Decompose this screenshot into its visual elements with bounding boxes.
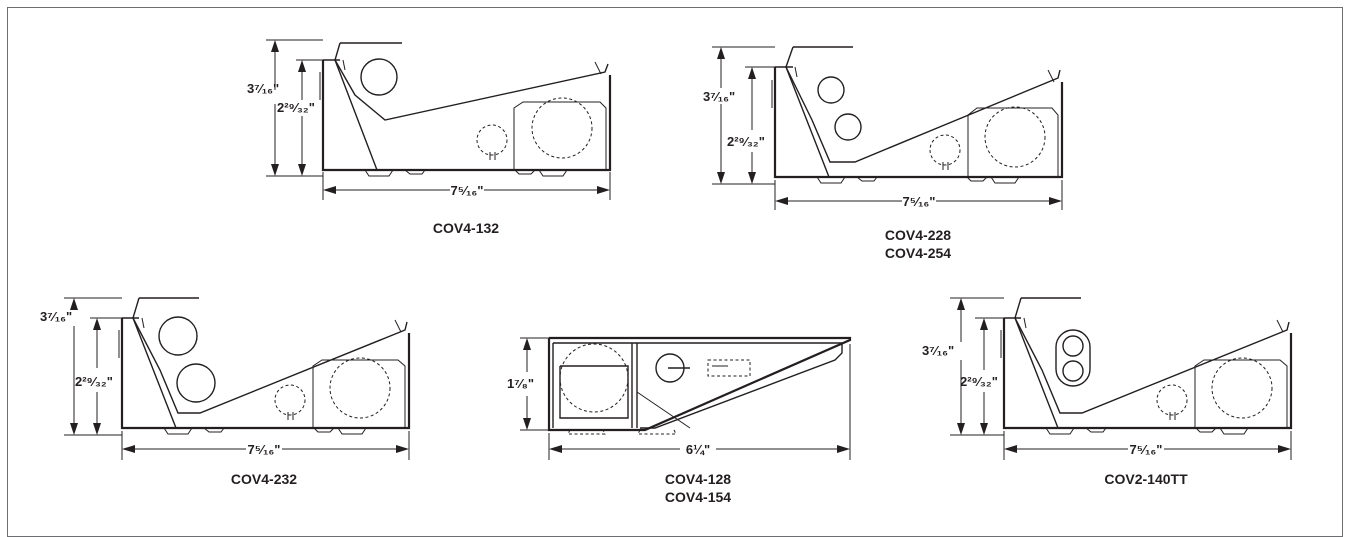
cover-profile [118, 297, 411, 435]
width-label: 7⁵⁄₁₆" [451, 183, 484, 198]
height-label: 3⁷⁄₁₆" [703, 89, 735, 104]
inner-height-label: 2²⁹⁄₃₂" [277, 100, 315, 115]
width-dimension [1003, 431, 1292, 460]
model-label: COV4-254 [885, 245, 951, 261]
height-label: 3⁷⁄₁₆" [922, 343, 954, 358]
model-label: COV4-232 [231, 471, 297, 487]
height-label: 1⁷⁄₈" [507, 376, 534, 391]
width-dimension [121, 431, 410, 460]
width-label: 7⁵⁄₁₆" [903, 194, 936, 209]
height-dimension [64, 297, 122, 436]
height-dimension [712, 46, 775, 185]
model-label: COV2-140TT [1104, 471, 1188, 487]
inner-height-label: 2²⁹⁄₃₂" [960, 374, 998, 389]
height-label: 3⁷⁄₁₆" [247, 81, 279, 96]
width-dimension [548, 344, 851, 460]
height-dimension [950, 297, 1004, 436]
drawing-cov4-232 [64, 297, 411, 460]
model-label: COV4-154 [665, 489, 731, 505]
inner-height-label: 2²⁹⁄₃₂" [75, 374, 113, 389]
model-label: COV4-228 [885, 227, 951, 243]
inner-height-label: 2²⁹⁄₃₂" [727, 134, 765, 149]
width-label: 7⁵⁄₁₆" [1130, 442, 1163, 457]
height-dimension [520, 337, 549, 431]
cover-profile [319, 42, 612, 177]
cover-profile [547, 336, 852, 435]
height-dimension [266, 39, 323, 177]
cover-profile [1000, 297, 1293, 435]
drawing-cov4-228 [712, 46, 1064, 210]
width-dimension [322, 172, 611, 200]
drawing-cov4-128 [520, 336, 852, 460]
width-label: 6¼" [686, 442, 710, 457]
cover-profile [771, 46, 1064, 184]
drawing-cov4-132 [266, 39, 612, 200]
cover-dimension-drawings: 3⁷⁄₁₆" 2²⁹⁄₃₂" 7⁵⁄₁₆" COV4-132 3⁷⁄₁₆" 2²… [40, 39, 1293, 505]
drawing-cov2-140tt [950, 297, 1293, 460]
height-label: 3⁷⁄₁₆" [40, 309, 72, 324]
width-label: 7⁵⁄₁₆" [248, 442, 281, 457]
width-dimension [774, 180, 1063, 210]
model-label: COV4-128 [665, 471, 731, 487]
model-label: COV4-132 [433, 220, 499, 236]
